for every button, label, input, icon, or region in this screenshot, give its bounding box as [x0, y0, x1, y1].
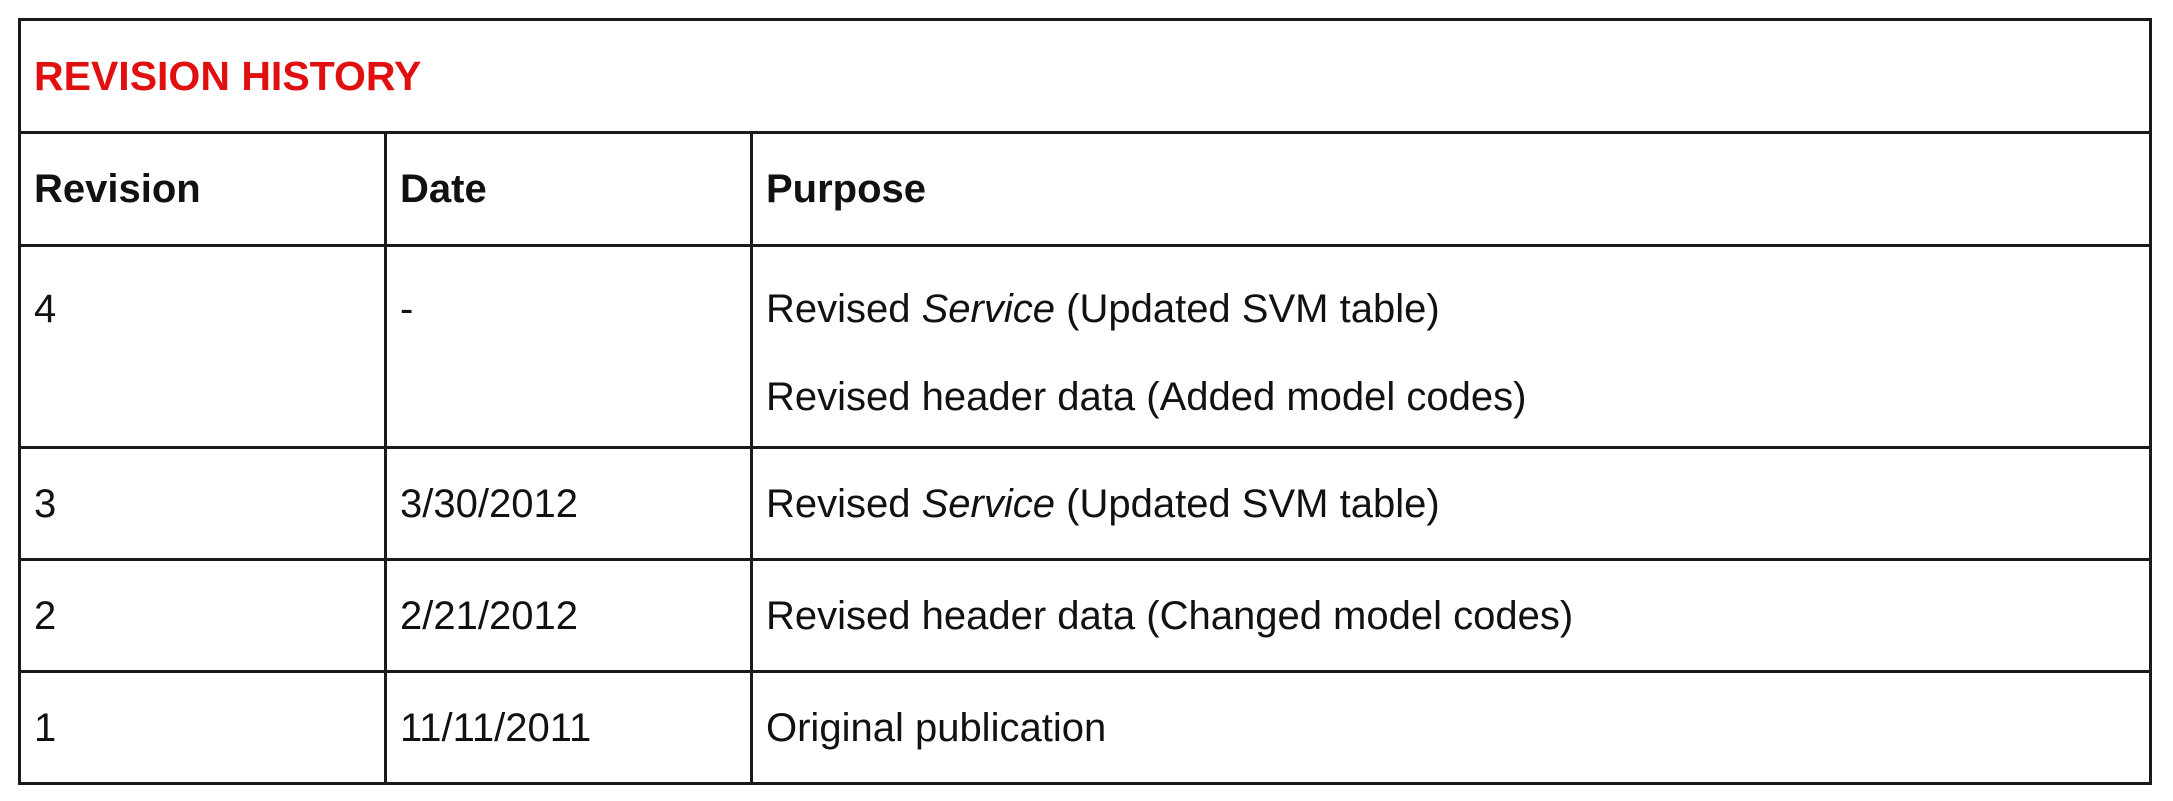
- date-value: 11/11/2011: [384, 670, 753, 785]
- header-date: Date: [384, 131, 753, 247]
- date-cell: -: [384, 244, 753, 449]
- purpose-text: Revised header data (Changed model codes…: [766, 593, 1574, 638]
- purpose-cell: Revised Service (Updated SVM table) Revi…: [750, 244, 2152, 449]
- revision-cell: 4: [18, 244, 387, 449]
- purpose-text: Original publication: [766, 705, 1107, 750]
- header-purpose: Purpose: [750, 131, 2152, 247]
- purpose-italic-text: Service: [921, 287, 1056, 331]
- purpose-line: Revised Service (Updated SVM table): [766, 289, 2149, 329]
- purpose-text: (Updated SVM table): [1055, 287, 1440, 331]
- header-revision: Revision: [18, 131, 387, 247]
- table-title: REVISION HISTORY: [34, 52, 422, 99]
- purpose-italic-text: Service: [921, 481, 1056, 526]
- table-row: 2 2/21/2012 Revised header data (Changed…: [18, 558, 2152, 673]
- revision-value: 1: [18, 670, 387, 785]
- revision-history-table: REVISION HISTORY Revision Date Purpose 4…: [18, 18, 2152, 785]
- purpose-line: Revised header data (Added model codes): [766, 377, 2149, 417]
- purpose-cell: Revised Service (Updated SVM table): [750, 446, 2152, 561]
- purpose-text: Revised: [766, 287, 922, 331]
- date-value: 2/21/2012: [384, 558, 753, 673]
- purpose-cell: Original publication: [750, 670, 2152, 785]
- purpose-text: (Updated SVM table): [1055, 481, 1440, 526]
- table-row: 3 3/30/2012 Revised Service (Updated SVM…: [18, 446, 2152, 561]
- purpose-text: Revised header data (Added model codes): [766, 375, 1527, 419]
- table-row: 4 - Revised Service (Updated SVM table) …: [18, 244, 2152, 449]
- revision-value: 3: [18, 446, 387, 561]
- date-value: 3/30/2012: [384, 446, 753, 561]
- date-value: -: [400, 287, 414, 331]
- title-row: REVISION HISTORY: [18, 18, 2152, 134]
- purpose-cell: Revised header data (Changed model codes…: [750, 558, 2152, 673]
- purpose-text: Revised: [766, 481, 922, 526]
- title-cell: REVISION HISTORY: [18, 18, 2152, 134]
- header-row: Revision Date Purpose: [18, 131, 2152, 247]
- revision-value: 2: [18, 558, 387, 673]
- table-row: 1 11/11/2011 Original publication: [18, 670, 2152, 785]
- revision-value: 4: [34, 287, 57, 331]
